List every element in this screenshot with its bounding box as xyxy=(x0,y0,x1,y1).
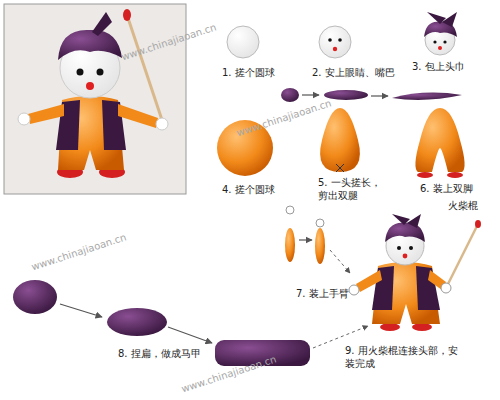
step-7-arms xyxy=(315,228,325,264)
step-7-arms xyxy=(330,250,350,273)
step-2-face xyxy=(328,38,332,42)
step-9-figure xyxy=(392,214,410,225)
photo-panel xyxy=(77,69,84,76)
photo-panel xyxy=(4,4,186,194)
photo-panel xyxy=(18,113,30,125)
step-2-face xyxy=(319,26,351,58)
step-5-cone xyxy=(320,108,360,172)
step-3-head xyxy=(424,12,457,55)
step-3-head xyxy=(443,40,446,43)
watermark: www.chinajiaoan.cn xyxy=(30,231,128,273)
photo-panel xyxy=(86,82,94,90)
step-2-face xyxy=(338,38,342,42)
step-9-figure xyxy=(446,226,477,288)
step-7-arms xyxy=(285,228,295,262)
step-6-legs xyxy=(447,172,463,178)
step-caption: 5. 一头搓长，剪出双腿 xyxy=(318,176,382,202)
step-3-turban-parts xyxy=(324,90,368,100)
photo-panel xyxy=(97,69,104,76)
step-3-head xyxy=(433,40,436,43)
step-8-vest xyxy=(313,326,368,348)
step-9-figure xyxy=(349,285,359,295)
photo-panel xyxy=(156,118,168,130)
step-caption: 4. 搓个圆球 xyxy=(222,183,302,196)
step-caption: 9. 用火柴棍连接头部，安装完成 xyxy=(345,344,459,370)
photo-panel xyxy=(4,4,186,194)
step-8-vest xyxy=(60,304,102,317)
step-9-figure xyxy=(407,214,421,228)
part-label: 火柴棍 xyxy=(448,199,494,212)
photo-panel xyxy=(128,18,164,126)
step-5-cone xyxy=(320,108,360,172)
photo-panel xyxy=(28,104,64,124)
step-caption: 2. 安上眼睛、嘴巴 xyxy=(312,66,412,79)
step-7-arms xyxy=(285,206,350,273)
step-8-vest xyxy=(107,308,167,336)
step-9-figure xyxy=(372,266,394,310)
step-9-figure xyxy=(397,246,401,250)
step-2-face xyxy=(333,47,337,51)
step-9-figure xyxy=(412,323,432,331)
step-9-figure xyxy=(441,283,451,293)
step-8-vest xyxy=(13,280,57,314)
step-caption: 7. 装上手臂 xyxy=(296,287,376,300)
step-9-figure xyxy=(349,214,481,331)
step-caption: 3. 包上头巾 xyxy=(412,60,492,73)
step-6-legs xyxy=(415,108,464,172)
step-3-turban-parts xyxy=(281,88,462,102)
step-3-turban-parts xyxy=(392,93,462,100)
step-8-vest xyxy=(168,327,212,343)
step-3-turban-parts xyxy=(302,94,319,95)
step-7-arms xyxy=(299,239,312,240)
step-3-turban-parts xyxy=(371,95,388,96)
step-9-figure xyxy=(409,246,413,250)
step-caption: 6. 装上双脚 xyxy=(420,182,496,195)
step-7-arms xyxy=(286,206,294,214)
step-caption: 1. 搓个圆球 xyxy=(222,66,302,79)
step-caption: 8. 捏扁，做成马甲 xyxy=(118,347,214,360)
step-6-legs xyxy=(415,108,464,178)
step-5-cone xyxy=(336,164,344,172)
step-2-face xyxy=(319,26,351,58)
step-1-ball xyxy=(227,26,259,58)
step-9-figure xyxy=(416,266,440,310)
step-1-ball xyxy=(227,26,259,58)
step-3-turban-parts xyxy=(281,88,299,102)
photo-panel xyxy=(118,104,158,128)
step-9-figure xyxy=(380,323,400,331)
step-6-legs xyxy=(417,172,433,178)
watermark: www.chinajiaoan.cn xyxy=(235,97,333,139)
step-3-head xyxy=(442,12,457,27)
step-9-figure xyxy=(475,220,481,228)
photo-panel xyxy=(123,9,131,21)
step-9-figure xyxy=(403,254,408,259)
photo-panel xyxy=(92,12,112,36)
photo-panel xyxy=(58,30,122,60)
step-9-figure xyxy=(356,270,382,292)
step-7-arms xyxy=(316,219,324,227)
step-3-head xyxy=(438,46,442,50)
step-9-figure xyxy=(385,223,425,242)
